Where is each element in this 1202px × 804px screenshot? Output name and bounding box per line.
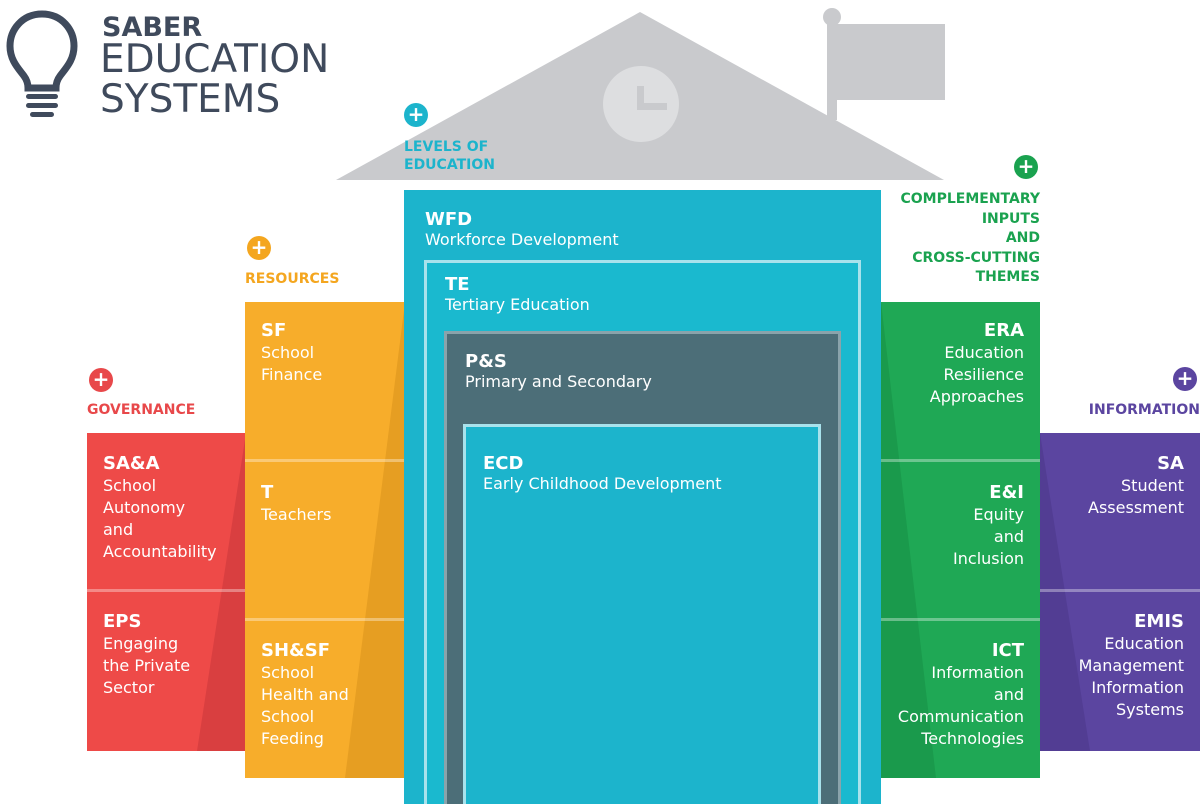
item-desc: Equity and Inclusion [953, 505, 1024, 568]
resources-column: SF School Finance T Teachers SH&SF Schoo… [245, 302, 405, 778]
item-code: EPS [103, 611, 142, 632]
information-plus-icon[interactable]: + [1173, 367, 1197, 391]
information-label[interactable]: INFORMATION [1088, 402, 1200, 418]
level-code: ECD [483, 453, 524, 474]
item-desc: Teachers [261, 505, 332, 524]
complementary-label[interactable]: COMPLEMENTARY INPUTS AND CROSS-CUTTING T… [860, 190, 1040, 288]
item-desc: School Finance [261, 343, 323, 384]
logo-title: SABER [102, 12, 203, 43]
resources-item-sf[interactable]: SF School Finance [245, 320, 405, 386]
resources-item-shsf[interactable]: SH&SF School Health and School Feeding [245, 640, 405, 750]
complementary-column: ERA Education Resilience Approaches E&I … [881, 302, 1040, 778]
levels-label[interactable]: LEVELS OF EDUCATION [404, 138, 495, 174]
complementary-item-ict[interactable]: ICT Information and Communication Techno… [881, 640, 1040, 750]
level-code: P&S [465, 351, 507, 372]
information-item-emis[interactable]: EMIS Education Management Information Sy… [1040, 611, 1200, 721]
item-code: SA&A [103, 453, 160, 474]
item-desc: Information and Communication Technologi… [897, 663, 1024, 748]
item-desc: Student Assessment [1088, 476, 1184, 517]
item-code: EMIS [1134, 611, 1184, 632]
level-desc: Primary and Secondary [465, 372, 652, 391]
complementary-label-line4: CROSS-CUTTING [912, 249, 1040, 266]
complementary-plus-icon[interactable]: + [1014, 155, 1038, 179]
item-desc: School Health and School Feeding [261, 663, 349, 748]
item-desc: Education Resilience Approaches [929, 343, 1024, 406]
level-desc: Workforce Development [425, 230, 619, 249]
clock-icon [603, 66, 679, 142]
item-code: ERA [983, 320, 1024, 341]
flag-icon [824, 8, 946, 120]
house-roof [336, 8, 945, 180]
complementary-label-line2: INPUTS [981, 210, 1040, 227]
item-desc: School Autonomy and Accountability [103, 476, 217, 561]
lightbulb-icon [6, 10, 78, 117]
item-desc: Education Management Information Systems [1078, 634, 1184, 719]
governance-label[interactable]: GOVERNANCE [87, 402, 196, 418]
resources-item-t[interactable]: T Teachers [245, 482, 405, 526]
complementary-item-ei[interactable]: E&I Equity and Inclusion [881, 482, 1040, 570]
complementary-label-line5: THEMES [975, 269, 1040, 285]
governance-item-eps[interactable]: EPS Engaging the Private Sector [87, 611, 246, 699]
level-code: TE [445, 274, 470, 295]
governance-column: SA&A School Autonomy and Accountability … [87, 433, 246, 751]
item-code: E&I [989, 482, 1024, 503]
levels-label-line1: LEVELS OF [404, 139, 489, 155]
item-code: SF [261, 320, 287, 341]
resources-plus-icon[interactable]: + [247, 236, 271, 260]
level-code: WFD [425, 209, 473, 230]
information-column: SA Student Assessment EMIS Education Man… [1040, 433, 1200, 751]
level-desc: Tertiary Education [445, 295, 590, 314]
level-desc: Early Childhood Development [483, 474, 722, 493]
level-box-ecd[interactable]: ECD Early Childhood Development [463, 424, 821, 804]
governance-plus-icon[interactable]: + [89, 368, 113, 392]
logo-subtitle-line2: SYSTEMS [100, 77, 281, 122]
levels-plus-icon[interactable]: + [404, 103, 428, 127]
resources-label[interactable]: RESOURCES [245, 271, 340, 287]
logo-subtitle-line1: EDUCATION [100, 37, 330, 82]
item-desc: Engaging the Private Sector [103, 634, 191, 697]
item-code: SH&SF [261, 640, 330, 661]
complementary-label-line3: AND [1005, 230, 1040, 246]
complementary-label-line1: COMPLEMENTARY [900, 191, 1040, 207]
item-code: T [261, 482, 274, 503]
information-item-sa[interactable]: SA Student Assessment [1040, 453, 1200, 519]
governance-item-saa[interactable]: SA&A School Autonomy and Accountability [87, 453, 246, 563]
item-code: SA [1157, 453, 1184, 474]
levels-label-line2: EDUCATION [404, 157, 495, 173]
complementary-item-era[interactable]: ERA Education Resilience Approaches [881, 320, 1040, 408]
item-code: ICT [991, 640, 1024, 661]
